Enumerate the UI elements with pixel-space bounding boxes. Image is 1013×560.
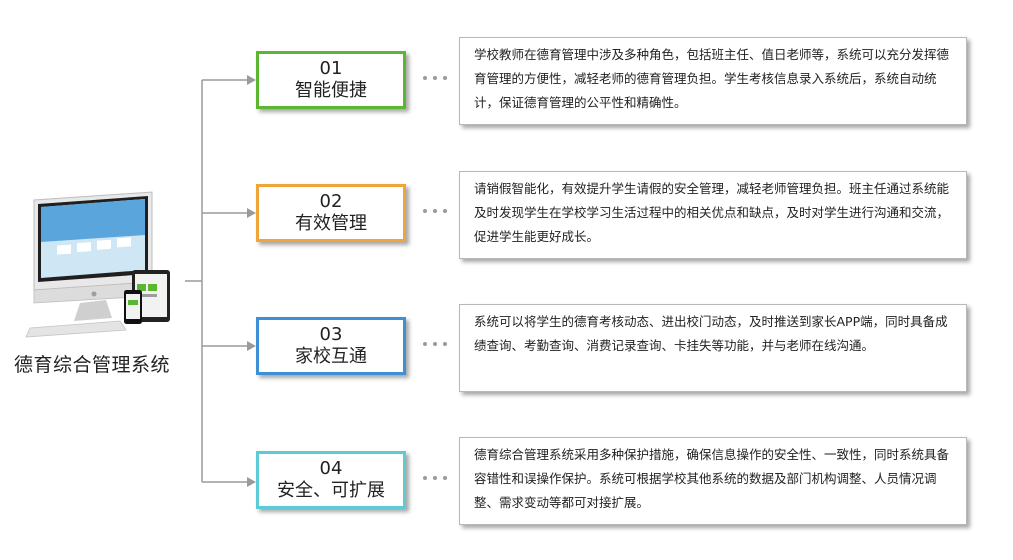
feature-box-04: 04 安全、可扩展 (256, 451, 406, 509)
feature-description-01: 学校教师在德育管理中涉及多种角色，包括班主任、值日老师等，系统可以充分发挥德育管… (459, 37, 967, 125)
feature-number: 01 (319, 58, 343, 79)
arrow-icon (247, 477, 256, 487)
system-title: 德育综合管理系统 (14, 354, 171, 376)
arrow-icon (247, 341, 256, 351)
feature-number: 04 (319, 458, 343, 479)
ellipsis-dots-icon (423, 342, 449, 348)
ellipsis-dots-icon (423, 76, 449, 82)
devices-illustration-icon (25, 191, 170, 338)
feature-description-04: 德育综合管理系统采用多种保护措施，确保信息操作的安全性、一致性，同时系统具备容错… (459, 437, 967, 525)
arrow-icon (247, 208, 256, 218)
feature-box-03: 03 家校互通 (256, 317, 406, 375)
feature-number: 03 (319, 324, 343, 345)
feature-label: 安全、可扩展 (277, 480, 385, 501)
feature-label: 智能便捷 (295, 80, 367, 101)
feature-description-02: 请销假智能化，有效提升学生请假的安全管理，减轻老师管理负担。班主任通过系统能及时… (459, 171, 967, 259)
feature-box-02: 02 有效管理 (256, 184, 406, 242)
ellipsis-dots-icon (423, 209, 449, 215)
ellipsis-dots-icon (423, 476, 449, 482)
arrow-icon (247, 75, 256, 85)
feature-label: 有效管理 (295, 213, 367, 234)
feature-description-03: 系统可以将学生的德育考核动态、进出校门动态，及时推送到家长APP端，同时具备成绩… (459, 304, 967, 392)
feature-number: 02 (319, 191, 343, 212)
feature-label: 家校互通 (295, 346, 367, 367)
feature-box-01: 01 智能便捷 (256, 51, 406, 109)
